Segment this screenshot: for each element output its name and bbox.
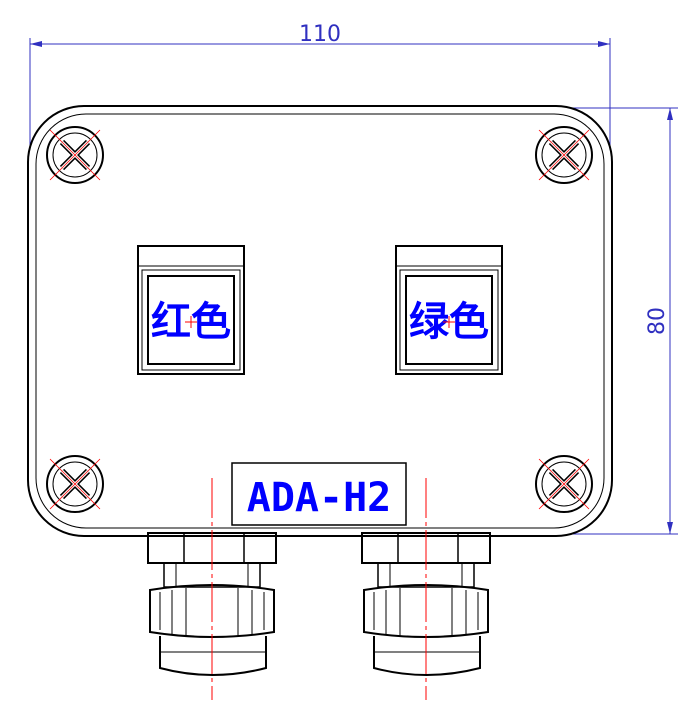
- screw-top-left: [46, 126, 104, 184]
- screw-bottom-left: [46, 455, 104, 513]
- width-dimension-label: 110: [299, 22, 341, 47]
- width-dimension: [29, 38, 611, 150]
- model-label-plate: [231, 462, 407, 526]
- green-button-center-mark: [443, 316, 455, 328]
- screw-top-right: [535, 126, 593, 184]
- enclosure: [27, 105, 613, 537]
- height-dimension: [570, 107, 678, 535]
- screw-bottom-right: [535, 455, 593, 513]
- model-label: ADA-H2: [247, 475, 392, 521]
- red-button: [137, 245, 245, 375]
- green-button: [395, 245, 503, 375]
- height-dimension-label: 80: [645, 307, 670, 335]
- red-button-center-mark: [185, 316, 197, 328]
